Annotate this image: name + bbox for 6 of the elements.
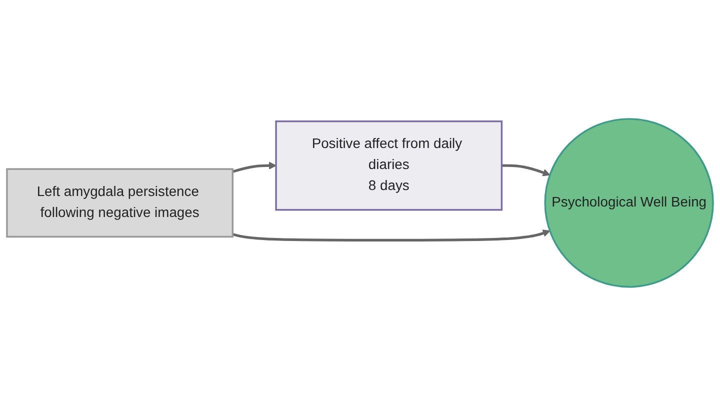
arrow [232,230,550,242]
arrow [502,164,550,176]
node-box: Left amygdala persistence following negative images [6,168,234,238]
arrow [232,162,276,173]
node-box: Positive affect from daily diaries 8 days [275,120,503,211]
node-circle: Psychological Well Being [544,118,714,288]
